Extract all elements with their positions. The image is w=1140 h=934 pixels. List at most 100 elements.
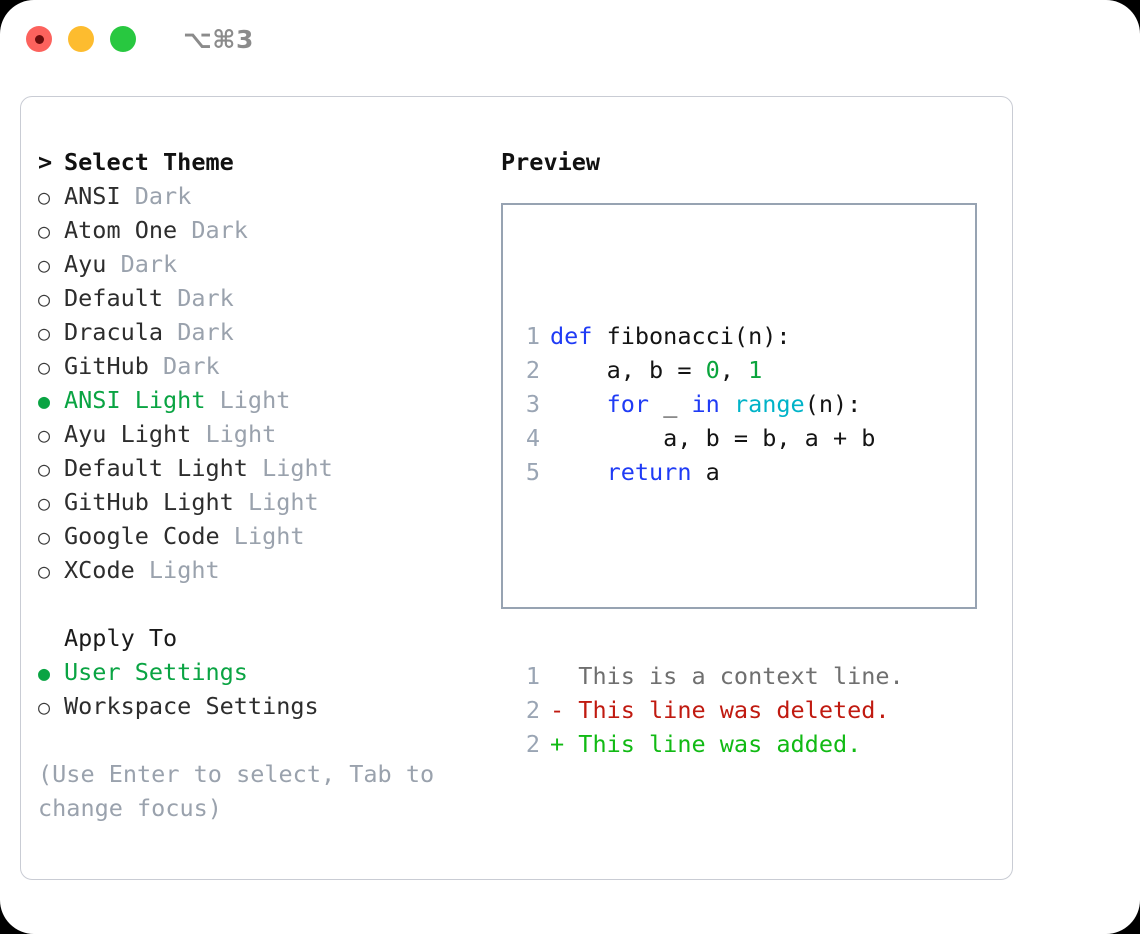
theme-name: Ayu Light [64, 420, 192, 448]
spacer [205, 383, 219, 417]
theme-list-item[interactable]: ●ANSI Light Light [38, 383, 498, 417]
theme-list-item[interactable]: ○Atom One Dark [38, 213, 498, 247]
radio-unselected-icon: ○ [38, 457, 51, 481]
radio-unselected-icon: ○ [38, 253, 51, 277]
radio-unselected-icon: ○ [38, 525, 51, 549]
diff-sign: - [550, 696, 579, 724]
minimize-button[interactable] [68, 26, 94, 52]
theme-kind-label: Dark [177, 284, 234, 312]
theme-name: Ayu [64, 250, 107, 278]
theme-name: Dracula [64, 318, 164, 346]
theme-list-item[interactable]: ○Default Light Light [38, 451, 498, 485]
theme-kind-label: Dark [120, 250, 178, 278]
theme-list-item[interactable]: ○ Default Dark [38, 281, 498, 315]
theme-list-item[interactable]: ○ Ayu Light Light [38, 417, 498, 451]
title-bar: ⌥⌘3 [0, 0, 1140, 78]
theme-kind-label: Light [233, 522, 305, 550]
preview-title: Preview [501, 148, 601, 176]
spacer [121, 179, 135, 213]
spacer [248, 451, 262, 485]
theme-kind-label: Light [262, 454, 333, 482]
apply-to-header: Apply To [38, 621, 498, 655]
theme-name: ANSI Light [64, 386, 206, 414]
theme-list-item[interactable]: ○ Ayu Dark [38, 247, 498, 281]
diff-text: This is a context line. [578, 662, 904, 690]
theme-kind-label: Light [205, 420, 277, 448]
apply-to-item[interactable]: ○Workspace Settings [38, 689, 498, 723]
code-token: _ [649, 390, 692, 418]
theme-selector-column: >Select Theme ○ANSI Dark○Atom One Dark○A… [38, 145, 498, 825]
code-line: 4 a, b = b, a + b [516, 421, 904, 455]
apply-to-item[interactable]: ●User Settings [38, 655, 498, 689]
theme-name: Google Code [64, 522, 220, 550]
code-token: range [733, 390, 805, 418]
theme-name: GitHub [64, 352, 149, 380]
theme-kind-label: Light [148, 556, 220, 584]
code-line: 3 for _ in range(n): [516, 387, 904, 421]
theme-list-header-label: Select Theme [64, 148, 234, 176]
theme-list: ○ANSI Dark○Atom One Dark○Ayu Dark○Defaul… [38, 179, 498, 587]
code-token: , [719, 356, 749, 384]
spacer [106, 247, 120, 281]
radio-unselected-icon: ○ [38, 287, 51, 311]
keyboard-hint: (Use Enter to select, Tab to change focu… [38, 760, 449, 822]
line-number: 3 [525, 390, 540, 418]
theme-list-header: > Select Theme [38, 145, 498, 179]
code-token: def [550, 322, 607, 350]
code-line: 5 return a [516, 455, 904, 489]
code-line: 2 a, b = 0, 1 [516, 353, 904, 387]
spacer [191, 417, 205, 451]
diff-line: 1 This is a context line. [516, 659, 904, 693]
theme-name: Default [64, 284, 164, 312]
apply-to-header-label: Apply To [64, 624, 178, 652]
content-panel: >Select Theme ○ANSI Dark○Atom One Dark○A… [20, 96, 1013, 880]
line-number: 2 [525, 356, 540, 384]
spacer [163, 315, 177, 349]
apply-to-label: User Settings [64, 658, 248, 686]
radio-unselected-icon: ○ [38, 559, 51, 583]
maximize-button[interactable] [110, 26, 136, 52]
theme-list-item[interactable]: ○GitHub Light Light [38, 485, 498, 519]
radio-unselected-icon: ○ [38, 185, 51, 209]
line-number: 2 [525, 696, 540, 724]
theme-list-item[interactable]: ○ XCode Light [38, 553, 498, 587]
apply-to-label: Workspace Settings [64, 692, 319, 720]
radio-unselected-icon: ○ [38, 423, 51, 447]
theme-list-item[interactable]: ○ Google Code Light [38, 519, 498, 553]
diff-text: This line was deleted. [578, 696, 890, 724]
line-number: 5 [525, 458, 540, 486]
caret-icon: > [38, 148, 53, 176]
radio-unselected-icon: ○ [38, 355, 51, 379]
theme-list-item[interactable]: ○GitHub Dark [38, 349, 498, 383]
diff-line: 2- This line was deleted. [516, 693, 904, 727]
theme-name: ANSI [64, 182, 121, 210]
theme-kind-label: Dark [134, 182, 192, 210]
theme-name: XCode [64, 556, 135, 584]
code-token [550, 458, 607, 486]
code-token [720, 390, 734, 418]
section-spacer [38, 587, 498, 621]
spacer [135, 553, 149, 587]
line-number: 1 [525, 322, 540, 350]
line-number: 4 [525, 424, 540, 452]
window-controls [26, 26, 136, 52]
spacer [149, 349, 163, 383]
theme-list-item[interactable]: ○Dracula Dark [38, 315, 498, 349]
radio-unselected-icon: ○ [38, 491, 51, 515]
code-token: for [606, 390, 650, 418]
code-token: fibonacci(n): [606, 322, 791, 350]
theme-list-item[interactable]: ○ ANSI Dark [38, 179, 498, 213]
code-line: 1 def fibonacci(n): [516, 319, 904, 353]
line-number: 2 [525, 730, 540, 758]
theme-kind-label: Dark [177, 318, 234, 346]
close-button[interactable] [26, 26, 52, 52]
code-token: a, b = [550, 356, 706, 384]
spacer [234, 485, 248, 519]
diff-line: 2+ This line was added. [516, 727, 904, 761]
spacer [220, 519, 234, 553]
theme-name: Atom One [64, 216, 178, 244]
